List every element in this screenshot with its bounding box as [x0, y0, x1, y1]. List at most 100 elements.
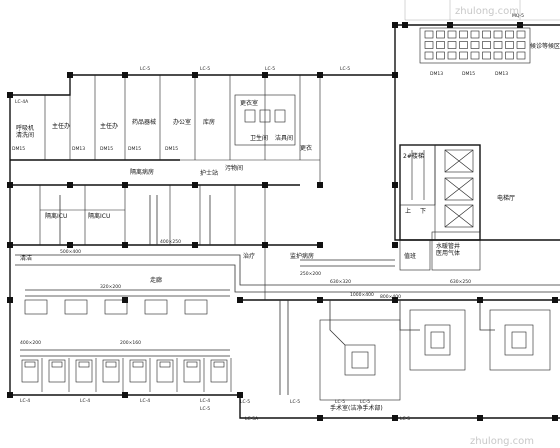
seat [447, 51, 457, 60]
room-label-elevator-hall: 电梯厅 [497, 194, 515, 202]
seat [493, 30, 503, 39]
room-label-waiting-area: 候诊等候区 [530, 42, 560, 50]
room-label-storage: 库房 [203, 118, 215, 126]
seat [424, 30, 434, 39]
lc-tag: LC-5 [335, 399, 345, 405]
seat [505, 30, 514, 39]
seat [459, 30, 468, 39]
column [517, 22, 523, 28]
lc-tag: LC-5 [240, 399, 250, 405]
room-label-treatment: 治疗 [243, 252, 255, 260]
structural-columns [7, 22, 558, 421]
ductwork [15, 195, 560, 395]
duct-size-tag: 630×250 [450, 279, 471, 285]
top-banner-label: MQ-5 [512, 13, 524, 19]
column [317, 415, 323, 421]
column [477, 297, 483, 303]
seat [470, 41, 480, 49]
room-label-director-office-1: 主任办 [52, 122, 70, 130]
column [7, 242, 13, 248]
door-code: DM13 [495, 71, 508, 77]
room-label-isolation-icu-2: 隔离ICU [88, 212, 110, 220]
bed-pillow [24, 361, 36, 368]
column [122, 182, 128, 188]
lc-tag: LC-4 [200, 398, 210, 404]
column [392, 415, 398, 421]
seat [424, 41, 434, 49]
bed-pillow [51, 361, 63, 368]
door-code: DM13 [430, 71, 443, 77]
column [67, 72, 73, 78]
duct-size-tag: 320×200 [100, 284, 121, 290]
operating-rooms [319, 309, 551, 401]
duct-size-tag: 500×400 [60, 249, 81, 255]
column [317, 297, 323, 303]
door-code: DM15 [165, 146, 178, 152]
column [552, 297, 558, 303]
seat [482, 30, 491, 39]
ward-bed [156, 359, 174, 383]
duct-size-tag: 800×400 [380, 294, 401, 300]
column [237, 392, 243, 398]
ward-bed [184, 299, 208, 315]
column [7, 182, 13, 188]
lc-tag: LC-5 [400, 416, 410, 422]
duct-size-tag: 200×160 [120, 340, 141, 346]
room-label-respirator-wash: 呼吸机清洗间 [16, 124, 34, 139]
room-label-pipe-shaft: 水暖管井医用气体 [436, 242, 460, 257]
column [67, 242, 73, 248]
room-label-nurse-station: 护士站 [200, 169, 218, 177]
ward-bed [183, 359, 201, 383]
seat [493, 51, 503, 60]
lc-tag: LC-5 [290, 399, 300, 405]
room-label-monitor-ward: 监护病房 [290, 252, 314, 260]
room-label-change: 更衣 [300, 144, 312, 152]
door-code: DM13 [72, 146, 85, 152]
column [192, 72, 198, 78]
room-label-office: 办公室 [173, 118, 191, 126]
lc-tag: LC-4 [140, 398, 150, 404]
ward-bed [102, 359, 120, 383]
column [392, 22, 398, 28]
duct-size-tag: 250×200 [300, 271, 321, 277]
ward-bed [48, 359, 66, 383]
column [477, 415, 483, 421]
bed-pillow [132, 361, 144, 368]
ward-bed [144, 299, 168, 315]
lc-tag: LC-5 [360, 399, 370, 405]
room-label-duty: 值班 [404, 252, 416, 260]
room-labels: 呼吸机清洗间 主任办 主任办 药品器械 办公室 库房 更衣室 隔离病房 隔离IC… [16, 42, 560, 412]
bed-pillow [78, 361, 90, 368]
watermark-top: zhulong.com [455, 6, 519, 17]
duct-size-tags: 500×400400×250320×200250×200630×320800×4… [20, 239, 471, 346]
seat [516, 30, 526, 39]
seat [447, 30, 457, 39]
lc-tag: LC-5 [200, 406, 210, 412]
ward-beds [21, 299, 232, 392]
column [192, 242, 198, 248]
room-label-director-office-2: 主任办 [100, 122, 118, 130]
door-code: DM15 [462, 71, 475, 77]
column [317, 72, 323, 78]
bed-pillow [186, 361, 198, 368]
ward-bed [129, 359, 147, 383]
room-label-cleaning-tools: 洁具间 [275, 134, 293, 142]
stair-down-label: 下 [420, 208, 426, 215]
column [122, 72, 128, 78]
axis-grid [404, 0, 560, 21]
column [392, 297, 398, 303]
door-code: DM15 [100, 146, 113, 152]
column [392, 242, 398, 248]
lc-tag: LC-5 [200, 66, 210, 72]
seat [436, 30, 445, 39]
seat [424, 51, 434, 60]
column [7, 297, 13, 303]
seat [470, 30, 480, 39]
room-label-dirty-utility: 污物间 [225, 164, 243, 172]
seat [516, 51, 526, 60]
room-label-cleaning: 清洁 [20, 254, 32, 262]
ward-bed [210, 359, 228, 383]
column [122, 392, 128, 398]
